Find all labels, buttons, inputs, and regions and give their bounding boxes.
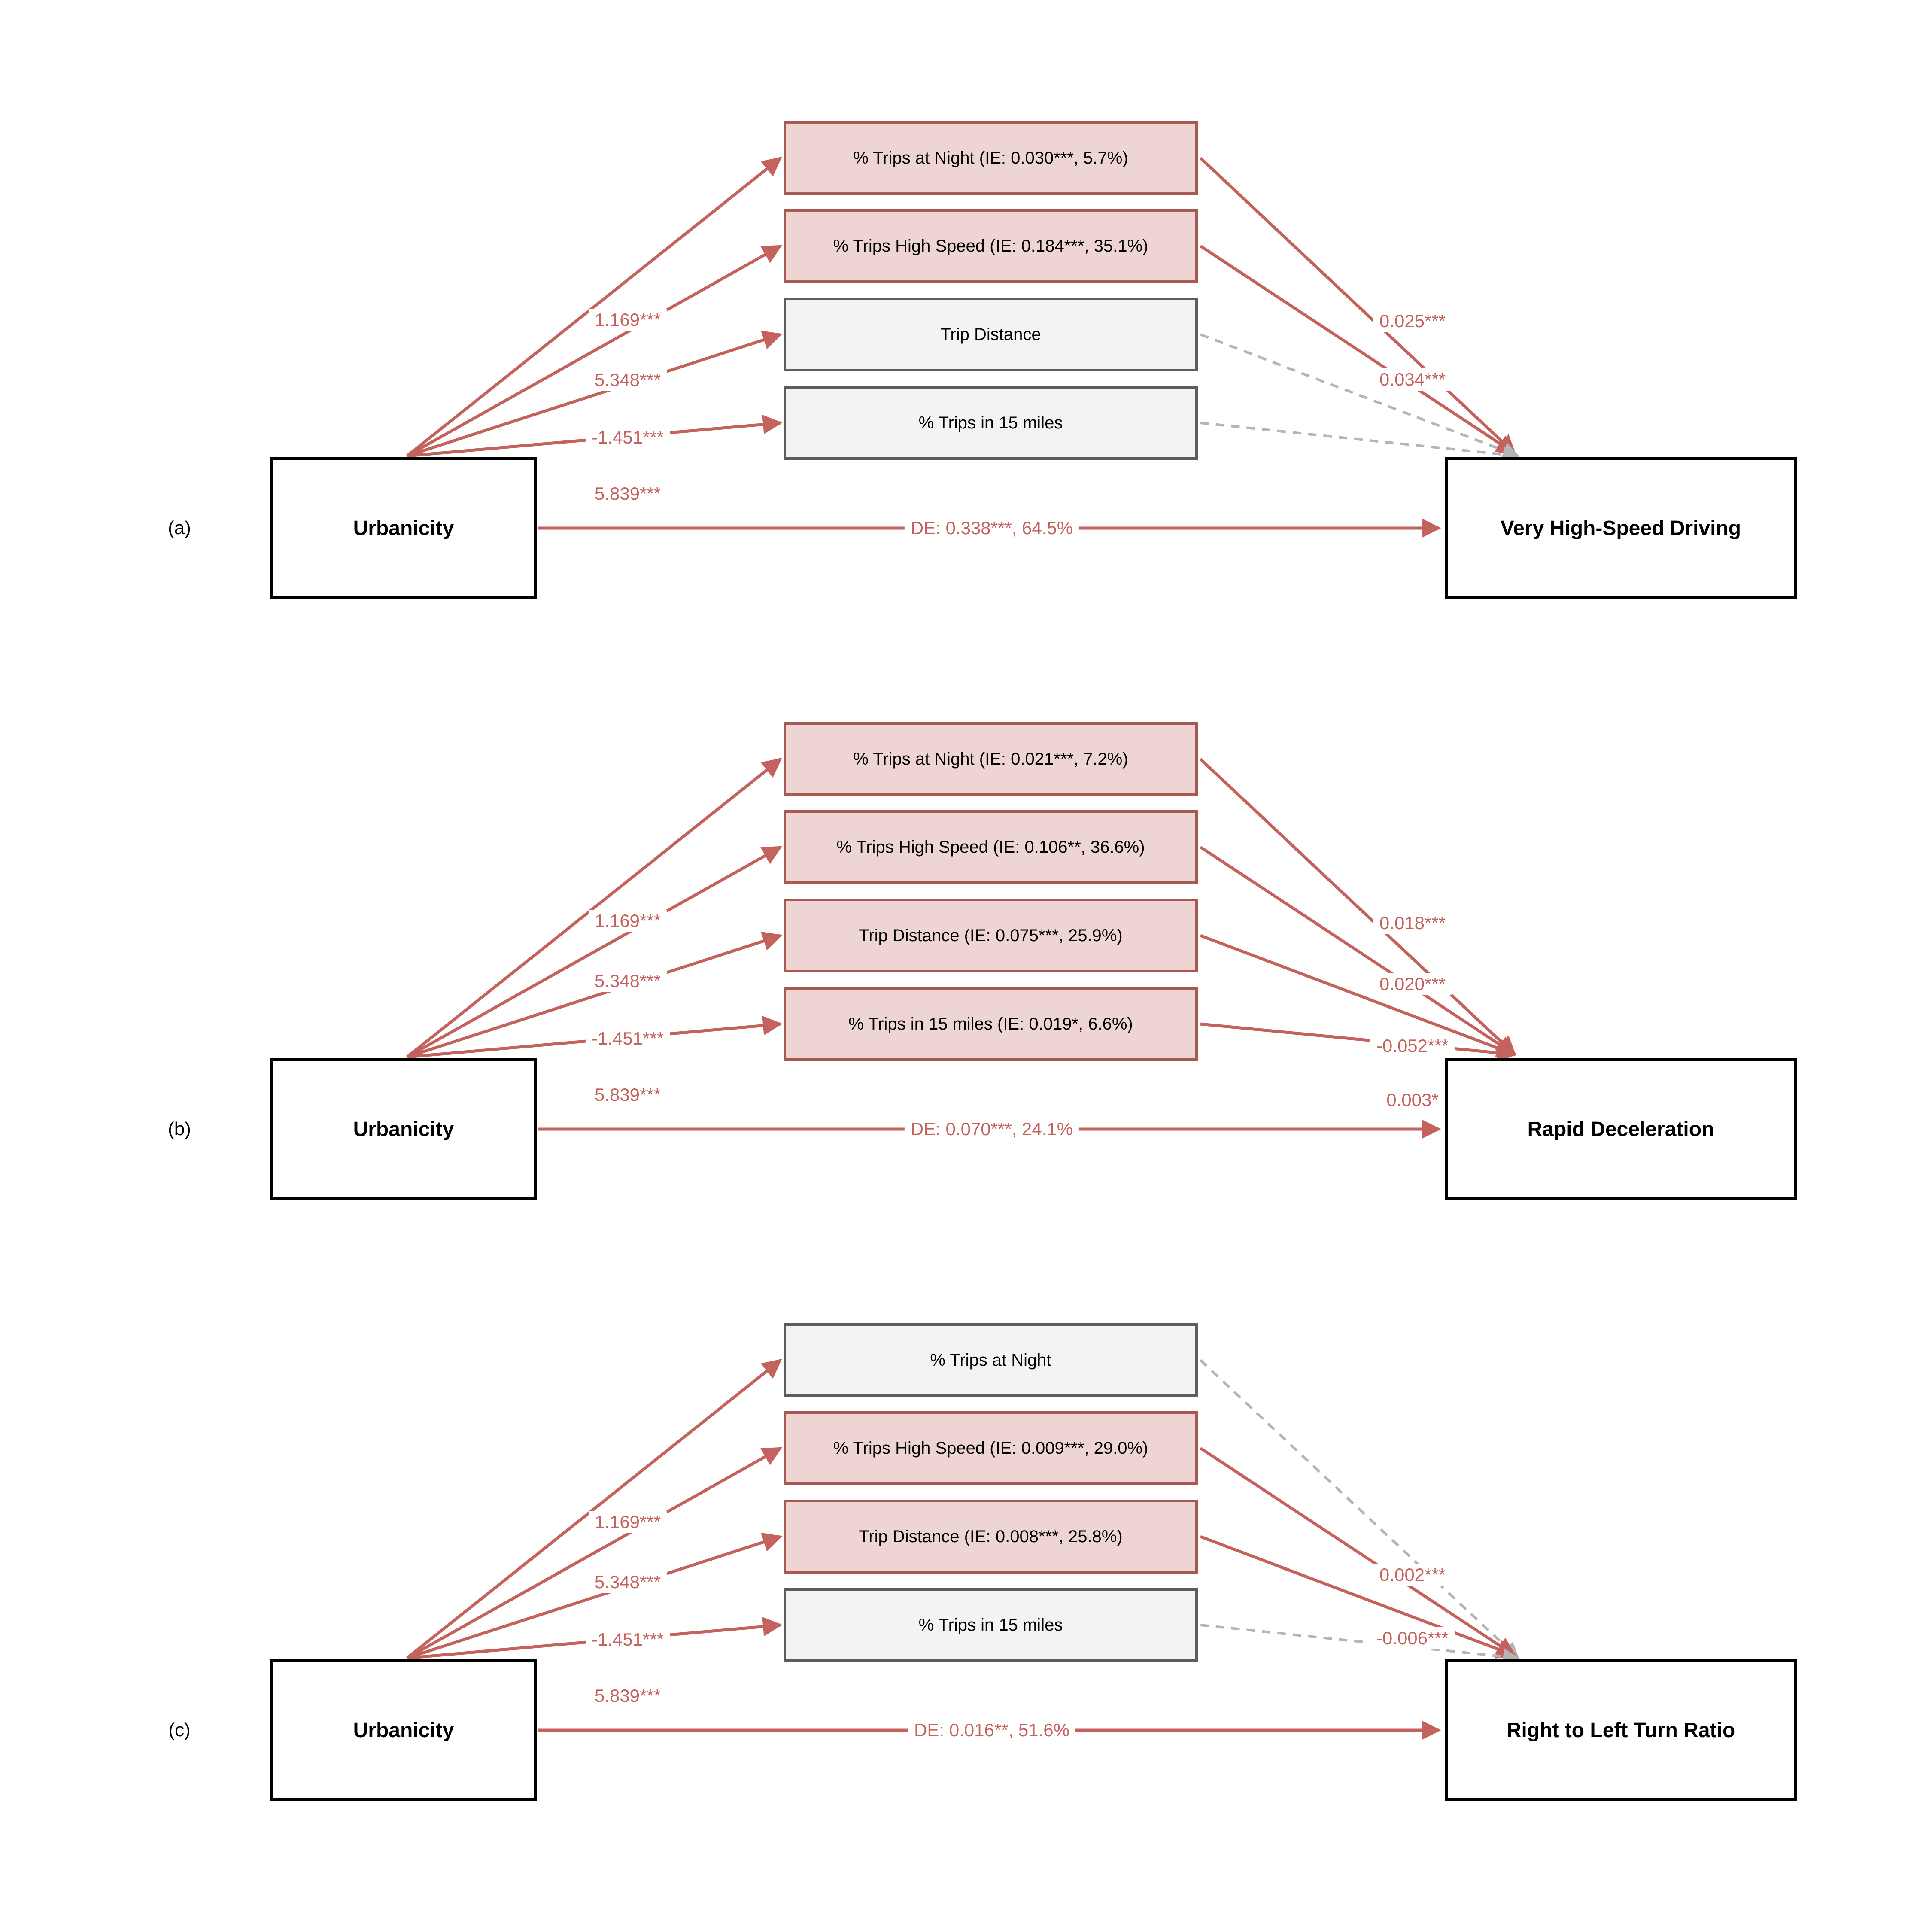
a-path-exposure-to-mediator-1 (406, 157, 782, 457)
c-path-exposure-to-mediator-3 (406, 1533, 783, 1660)
b-coef-exposure-mediator-1: 1.169*** (588, 910, 667, 932)
a-coef-exposure-mediator-3: -1.451*** (585, 426, 670, 449)
panel-b-mediator-trips-in-15-miles: % Trips in 15 miles (IE: 0.019*, 6.6%) (784, 987, 1198, 1061)
panel-b-mediator-trip-distance: Trip Distance (IE: 0.075***, 25.9%) (784, 899, 1198, 972)
b-path-exposure-to-mediator-2 (406, 845, 782, 1059)
c-path-mediator-2-to-outcome (1200, 1447, 1516, 1657)
a-path-mediator-1-to-outcome (1199, 157, 1516, 455)
mediator-label: % Trips at Night (IE: 0.030***, 5.7%) (853, 148, 1128, 167)
c-coef-mediator-2-outcome: 0.002*** (1373, 1564, 1452, 1586)
panel-a-mediator-trips-in-15-miles: % Trips in 15 miles (784, 386, 1198, 460)
panel-b-mediator-trips-high-speed: % Trips High Speed (IE: 0.106**, 36.6%) (784, 810, 1198, 884)
b-coef-mediator-1-outcome: 0.018*** (1373, 912, 1452, 934)
mediator-label: Trip Distance (IE: 0.075***, 25.9%) (859, 926, 1123, 945)
panel-a-mediator-trip-distance: Trip Distance (784, 298, 1198, 371)
a-coef-exposure-mediator-2: 5.348*** (588, 369, 667, 391)
mediator-label: % Trips in 15 miles (918, 1615, 1063, 1634)
panel-b-letter: (b) (168, 1118, 191, 1139)
panel-a-exposure-box: Urbanicity (270, 457, 537, 599)
panel-c-outcome-label: Right to Left Turn Ratio (1506, 1719, 1735, 1742)
panel-b-mediator-trips-at-night: % Trips at Night (IE: 0.021***, 7.2%) (784, 722, 1198, 796)
panel-c-exposure-box: Urbanicity (270, 1659, 537, 1801)
c-coef-mediator-3-outcome: -0.006*** (1370, 1627, 1455, 1649)
mediator-label: % Trips High Speed (IE: 0.009***, 29.0%) (833, 1438, 1148, 1458)
b-coef-mediator-2-outcome: 0.020*** (1373, 973, 1452, 995)
b-coef-mediator-4-outcome: 0.003* (1380, 1089, 1445, 1111)
panel-a-mediator-trips-high-speed: % Trips High Speed (IE: 0.184***, 35.1%) (784, 209, 1198, 283)
b-path-mediator-1-to-outcome (1199, 758, 1516, 1056)
b-path-mediator-4-to-outcome (1200, 1022, 1517, 1063)
a-path-exposure-to-mediator-3 (406, 331, 783, 458)
b-path-exposure-to-mediator-1 (406, 758, 782, 1058)
c-path-mediator-3-to-outcome (1200, 1535, 1517, 1659)
c-coef-exposure-mediator-3: -1.451*** (585, 1628, 670, 1651)
a-path-mediator-2-to-outcome (1200, 245, 1516, 455)
c-path-exposure-to-mediator-1 (406, 1359, 782, 1659)
panel-c-mediator-trips-in-15-miles: % Trips in 15 miles (784, 1588, 1198, 1662)
a-path-mediator-3-to-outcome-nonsig (1200, 333, 1520, 459)
c-coef-exposure-mediator-4: 5.839*** (588, 1685, 667, 1707)
panel-c-mediator-trip-distance: Trip Distance (IE: 0.008***, 25.8%) (784, 1500, 1198, 1574)
c-path-mediator-1-to-outcome-nonsig (1199, 1359, 1519, 1659)
panel-a-exposure-label: Urbanicity (353, 516, 454, 540)
panel-b-outcome-label: Rapid Deceleration (1527, 1118, 1714, 1141)
b-coef-exposure-mediator-2: 5.348*** (588, 970, 667, 992)
b-path-mediator-2-to-outcome (1200, 846, 1516, 1056)
panel-c-mediator-trips-at-night: % Trips at Night (784, 1323, 1198, 1397)
c-path-exposure-to-mediator-2 (406, 1446, 782, 1660)
panel-a-outcome-box: Very High-Speed Driving (1445, 457, 1797, 599)
c-direct-effect-label: DE: 0.016**, 51.6% (908, 1719, 1075, 1741)
b-direct-effect-label: DE: 0.070***, 24.1% (904, 1118, 1079, 1140)
panel-a-outcome-label: Very High-Speed Driving (1500, 516, 1741, 540)
panel-a-mediator-trips-at-night: % Trips at Night (IE: 0.030***, 5.7%) (784, 121, 1198, 195)
panel-b-outcome-box: Rapid Deceleration (1445, 1058, 1797, 1200)
b-coef-exposure-mediator-3: -1.451*** (585, 1027, 670, 1050)
b-path-mediator-3-to-outcome (1200, 934, 1517, 1057)
a-path-mediator-4-to-outcome-nonsig (1200, 422, 1520, 463)
panel-c-outcome-box: Right to Left Turn Ratio (1445, 1659, 1797, 1801)
mediator-label: % Trips in 15 miles (918, 413, 1063, 432)
panel-a-letter: (a) (168, 517, 191, 538)
a-coef-mediator-1-outcome: 0.025*** (1373, 310, 1452, 332)
mediator-label: % Trips High Speed (IE: 0.184***, 35.1%) (833, 236, 1148, 255)
a-coef-mediator-2-outcome: 0.034*** (1373, 368, 1452, 391)
mediator-label: % Trips High Speed (IE: 0.106**, 36.6%) (836, 837, 1145, 857)
b-path-exposure-to-mediator-3 (406, 932, 783, 1059)
a-direct-effect-label: DE: 0.338***, 64.5% (904, 517, 1079, 539)
c-path-mediator-4-to-outcome-nonsig (1200, 1624, 1520, 1665)
panel-c-mediator-trips-high-speed: % Trips High Speed (IE: 0.009***, 29.0%) (784, 1411, 1198, 1485)
panel-b-exposure-box: Urbanicity (270, 1058, 537, 1200)
mediator-label: % Trips in 15 miles (IE: 0.019*, 6.6%) (848, 1014, 1133, 1033)
b-coef-exposure-mediator-4: 5.839*** (588, 1084, 667, 1106)
mediator-label: % Trips at Night (IE: 0.021***, 7.2%) (853, 749, 1128, 769)
a-coef-exposure-mediator-4: 5.839*** (588, 483, 667, 505)
panel-c-exposure-label: Urbanicity (353, 1719, 454, 1742)
panel-c-letter: (c) (168, 1719, 191, 1741)
a-path-exposure-to-mediator-2 (406, 244, 782, 458)
c-coef-exposure-mediator-2: 5.348*** (588, 1571, 667, 1593)
panel-b-exposure-label: Urbanicity (353, 1118, 454, 1141)
c-coef-exposure-mediator-1: 1.169*** (588, 1511, 667, 1533)
mediator-label: Trip Distance (IE: 0.008***, 25.8%) (859, 1527, 1123, 1546)
a-coef-exposure-mediator-1: 1.169*** (588, 309, 667, 331)
mediator-label: Trip Distance (940, 325, 1041, 344)
mediator-label: % Trips at Night (930, 1350, 1051, 1370)
b-coef-mediator-3-outcome: -0.052*** (1370, 1035, 1455, 1057)
